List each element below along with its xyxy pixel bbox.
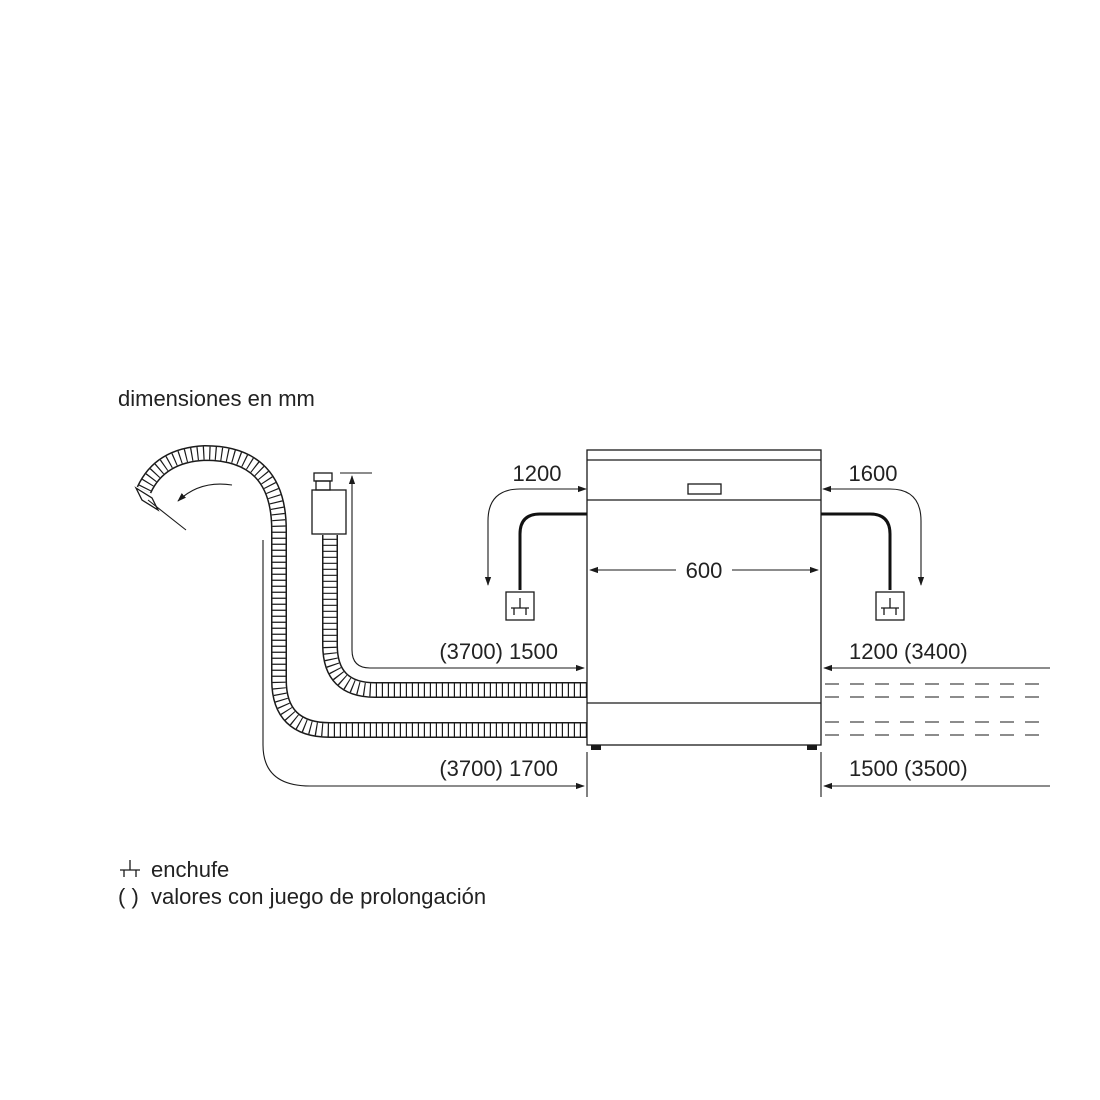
legend-socket-label: enchufe: [151, 857, 229, 882]
right-power-cable: 1600: [821, 461, 925, 621]
foot-right: [807, 745, 817, 750]
socket-icon: [120, 860, 140, 877]
right-hoses: [825, 683, 1050, 736]
right-inlet-dimension: 1200 (3400): [823, 639, 1050, 672]
left-power-cable: 1200: [484, 461, 587, 621]
legend-extension-symbol: ( ): [118, 884, 139, 909]
left-drain-hose-length: (3700) 1700: [439, 756, 558, 781]
socket-icon: [505, 591, 535, 621]
right-drain-dimension: 1500 (3500): [823, 756, 1050, 790]
control-display: [687, 483, 722, 495]
right-power-cable-length: 1600: [849, 461, 898, 486]
legend-extension-label: valores con juego de prolongación: [151, 884, 486, 909]
units-note: dimensiones en mm: [118, 386, 315, 411]
width-dimension: 600: [589, 558, 819, 583]
drain-hose-icon: [134, 444, 587, 738]
left-power-cable-length: 1200: [513, 461, 562, 486]
width-value: 600: [686, 558, 723, 583]
dishwasher-body: [586, 449, 822, 750]
socket-icon: [875, 591, 905, 621]
left-drain-dimension: (3700) 1700: [262, 540, 585, 790]
legend: enchufe ( ) valores con juego de prolong…: [118, 857, 486, 909]
left-inlet-dimension: (3700) 1500: [351, 520, 585, 672]
aquastop-valve-icon: [311, 472, 372, 535]
foot-left: [591, 745, 601, 750]
left-inlet-hose-length: (3700) 1500: [439, 639, 558, 664]
right-inlet-hose-length: 1200 (3400): [849, 639, 968, 664]
right-drain-hose-length: 1500 (3500): [849, 756, 968, 781]
inlet-hose-icon: [322, 535, 587, 698]
